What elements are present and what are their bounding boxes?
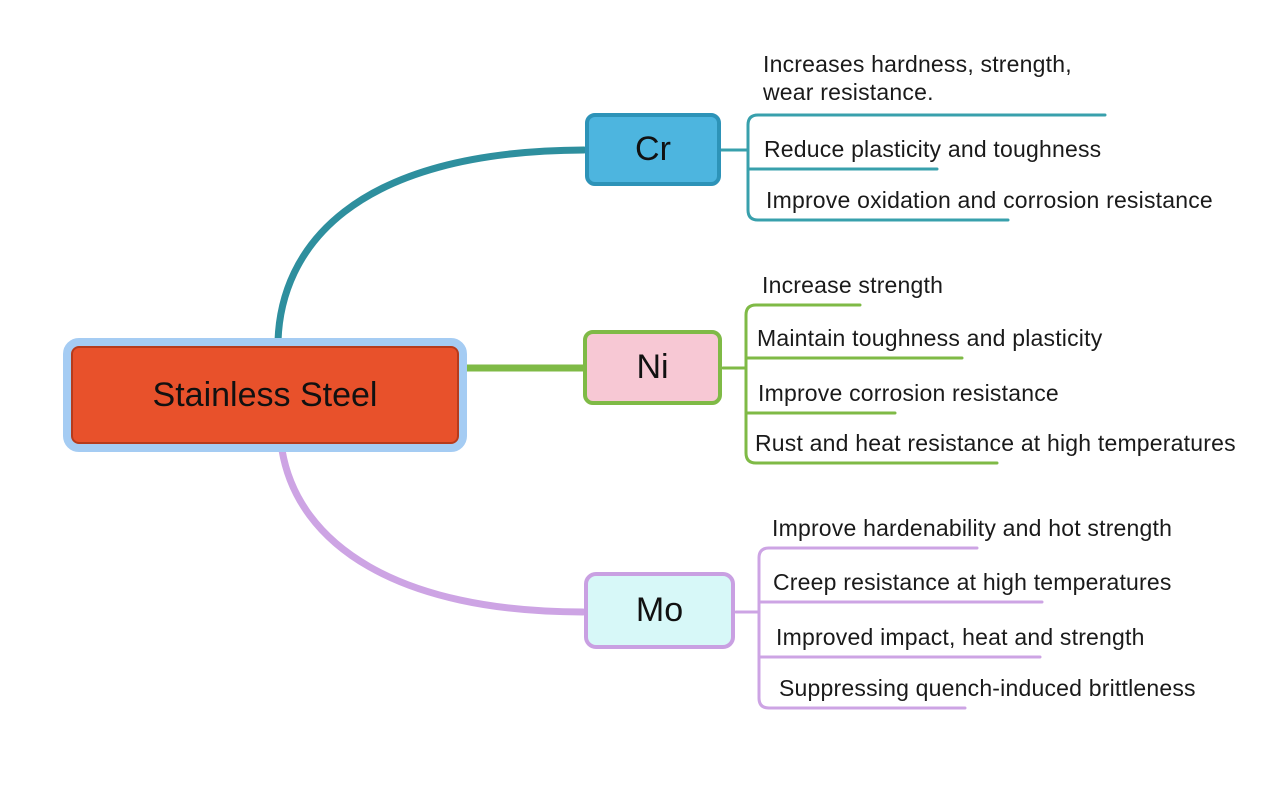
branch-node-cr-label: Cr	[635, 130, 671, 168]
leaf-label-cr-1: Increases hardness, strength, wear resis…	[763, 51, 1072, 105]
root-node: Stainless Steel	[63, 338, 467, 452]
leaf-label-mo-1: Improve hardenability and hot strength	[772, 515, 1173, 541]
branch-node-mo: Mo	[584, 572, 735, 649]
leaf-label-ni-1: Increase strength	[762, 272, 944, 298]
mo-branch-curve	[278, 446, 587, 616]
leaf-label-ni-2: Maintain toughness and plasticity	[757, 325, 1103, 351]
mo-bracket-line	[757, 546, 979, 710]
cr-branch-curve	[274, 146, 588, 345]
leaf-label-cr-2: Reduce plasticity and toughness	[764, 136, 1102, 162]
leaf-label-mo-3: Improved impact, heat and strength	[776, 624, 1145, 650]
leaf-label-mo-4: Suppressing quench-induced brittleness	[779, 675, 1196, 701]
branch-node-cr: Cr	[585, 113, 721, 186]
leaf-label-ni-3: Improve corrosion resistance	[758, 380, 1059, 406]
leaf-label-ni-4: Rust and heat resistance at high tempera…	[755, 430, 1236, 456]
root-node-label: Stainless Steel	[152, 375, 378, 414]
branch-node-ni: Ni	[583, 330, 722, 405]
branch-node-ni-label: Ni	[636, 348, 669, 386]
branch-node-mo-label: Mo	[635, 591, 684, 629]
leaf-label-mo-2: Creep resistance at high temperatures	[773, 569, 1172, 595]
ni-bracket-line	[744, 303, 999, 465]
leaf-label-cr-3: Improve oxidation and corrosion resistan…	[766, 187, 1213, 213]
